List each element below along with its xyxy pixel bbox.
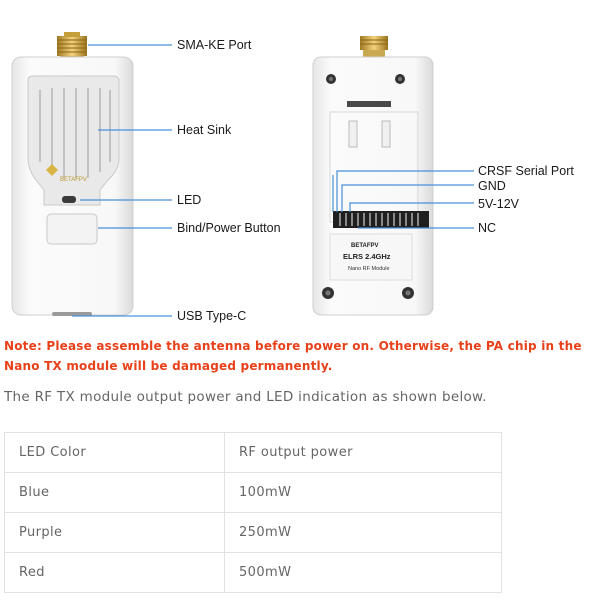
module-illustration: BETAFPV: [11, 32, 474, 317]
sma-connector-back: [360, 36, 388, 58]
warning-note: Note: Please assemble the antenna before…: [4, 339, 582, 373]
label-sma-port: SMA-KE Port: [177, 38, 252, 52]
table-row: Red 500mW: [4, 552, 502, 593]
cell-led-color: Purple: [4, 512, 225, 553]
product-diagram: BETAFPV: [11, 32, 574, 323]
module-back-view: [312, 56, 434, 316]
label-5v-12v: 5V-12V: [478, 197, 520, 211]
header-led-color: LED Color: [4, 432, 225, 473]
left-leader-lines: [72, 44, 172, 317]
label-nc: NC: [478, 221, 497, 235]
sticker-model: ELRS 2.4GHz: [343, 252, 391, 261]
header-rf-power: RF output power: [224, 432, 502, 473]
label-bind-button: Bind/Power Button: [177, 221, 281, 235]
description-text: The RF TX module output power and LED in…: [4, 389, 487, 405]
right-leader-lines: [332, 170, 474, 229]
table-row: Purple 250mW: [4, 512, 502, 553]
cell-rf-power: 100mW: [224, 472, 502, 513]
brand-logo-mark: BETAFPV: [46, 164, 87, 183]
table-row: Blue 100mW: [4, 472, 502, 513]
led-power-table: LED Color RF output power Blue 100mW Pur…: [4, 432, 502, 593]
cell-led-color: Red: [4, 552, 225, 593]
label-usb: USB Type-C: [177, 309, 247, 323]
sticker-brand: BETAFPV: [351, 243, 379, 249]
svg-text:BETAFPV: BETAFPV: [60, 177, 87, 183]
bind-power-button: [46, 213, 98, 245]
usb-port: [52, 312, 92, 316]
label-gnd: GND: [478, 179, 506, 193]
cell-rf-power: 250mW: [224, 512, 502, 553]
label-led: LED: [177, 193, 202, 207]
pin-header: [333, 211, 429, 228]
led-indicator: [62, 196, 76, 203]
cell-led-color: Blue: [4, 472, 225, 513]
cell-rf-power: 500mW: [224, 552, 502, 593]
table-header-row: LED Color RF output power: [4, 432, 502, 473]
module-front-view: BETAFPV: [11, 56, 134, 316]
sticker-subtitle: Nano RF Module: [348, 266, 390, 272]
module-sticker: [329, 233, 413, 281]
label-crsf: CRSF Serial Port: [478, 164, 574, 178]
label-heat-sink: Heat Sink: [177, 123, 232, 137]
